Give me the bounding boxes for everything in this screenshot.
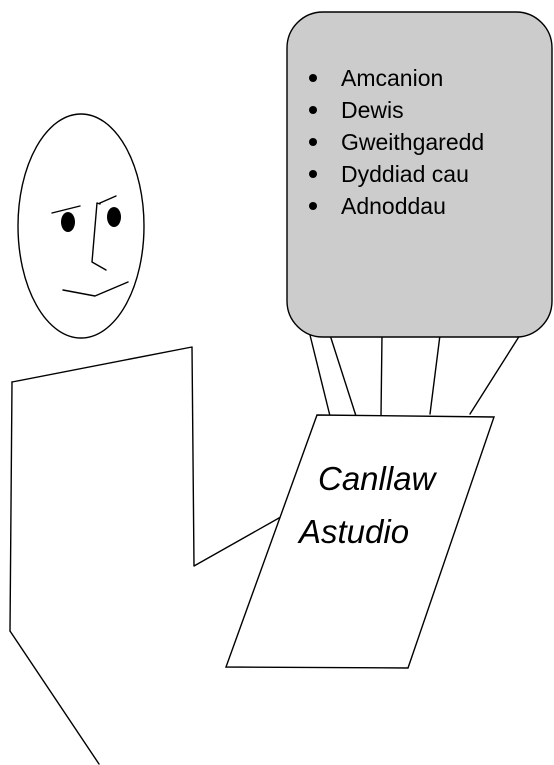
thought-bubble xyxy=(286,11,553,338)
bubble-item: Gweithgaredd xyxy=(306,126,484,158)
bubble-connectors xyxy=(309,334,521,417)
person-body xyxy=(9,346,292,765)
person-head xyxy=(17,113,145,339)
bubble-item: Dyddiad cau xyxy=(306,158,484,190)
bubble-item: Dewis xyxy=(306,94,484,126)
bubble-item: Adnoddau xyxy=(306,190,484,222)
bubble-item: Amcanion xyxy=(306,62,484,94)
right-eye xyxy=(107,207,121,227)
document-title-line1: Canllaw xyxy=(318,460,436,497)
mouth xyxy=(62,281,129,297)
nose-bridge xyxy=(99,195,117,204)
study-guide-document xyxy=(225,414,495,669)
left-eyebrow xyxy=(51,205,81,214)
bubble-bullet-list: Amcanion Dewis Gweithgaredd Dyddiad cau … xyxy=(306,62,484,222)
left-eye xyxy=(61,212,75,232)
document-title-line2: Astudio xyxy=(299,513,410,550)
face-outline xyxy=(17,113,145,339)
